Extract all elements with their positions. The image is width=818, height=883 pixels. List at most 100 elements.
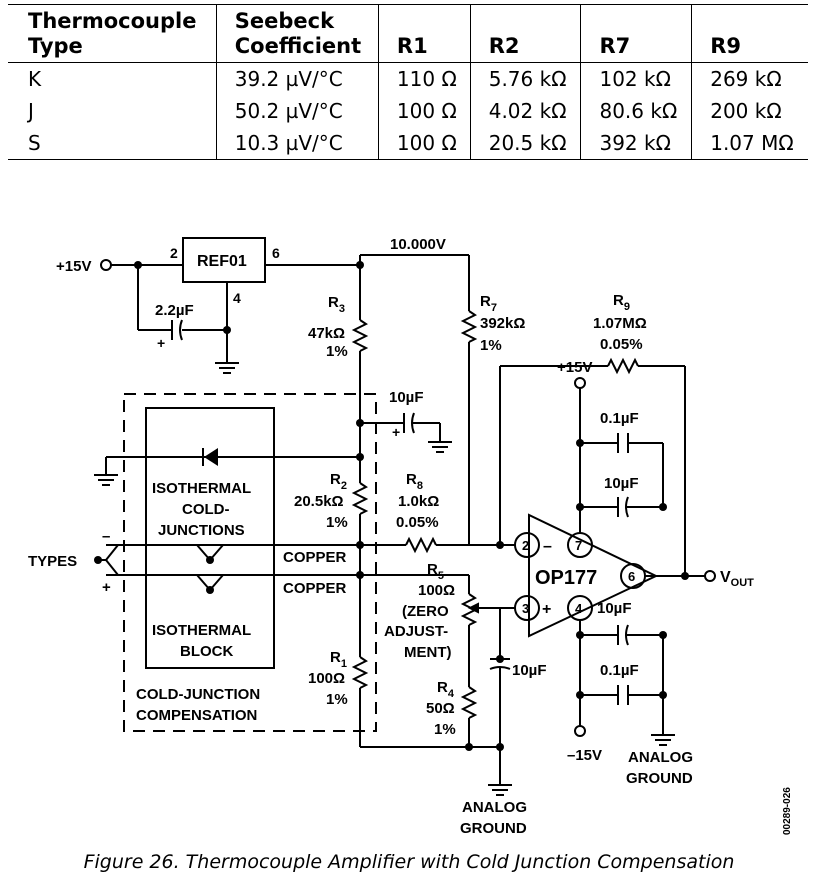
pin-label: 7 [575, 538, 582, 553]
r9-value: 1.07MΩ [593, 315, 647, 332]
pin-label: 3 [522, 601, 529, 616]
c-ref-label: 2.2µF [155, 302, 194, 319]
opamp-label: OP177 [535, 567, 597, 589]
r4-name: R4 [437, 679, 455, 700]
types-label: TYPES [28, 553, 77, 570]
inverting-sign: – [543, 538, 552, 555]
cell-type: K [28, 67, 42, 91]
cell-r7: 102 kΩ [580, 62, 692, 95]
table-row: J 50.2 µV/°C 100 Ω 4.02 kΩ 80.6 kΩ 200 k… [8, 95, 808, 127]
cell-r7: 80.6 kΩ [580, 95, 692, 127]
r9-tol: 0.05% [600, 336, 643, 353]
r2-tol: 1% [326, 514, 348, 531]
cell-seebeck: 39.2 µV/°C [215, 62, 379, 95]
r1-tol: 1% [326, 691, 348, 708]
bypass-label: 0.1µF [600, 410, 639, 427]
bypass-label: 10µF [604, 475, 639, 492]
r8-tol: 0.05% [396, 514, 439, 531]
cell-r1: 110 Ω [377, 62, 471, 95]
pin-label: 2 [522, 538, 529, 553]
vplus-label: +15V [557, 359, 592, 376]
c-filter-label: 10µF [389, 389, 424, 406]
header-r1: R1 [377, 4, 471, 63]
label-supply-pos: +15V [56, 258, 91, 275]
minus-sign: – [102, 528, 110, 545]
cell-r2: 4.02 kΩ [469, 95, 581, 127]
r3-tol: 1% [326, 343, 348, 360]
figure-code: 00289-026 [782, 787, 793, 835]
plus-sign: + [102, 579, 111, 596]
cell-type: S [28, 131, 41, 155]
cell-r7: 392 kΩ [580, 127, 692, 160]
cell-r1: 100 Ω [377, 95, 471, 127]
cell-seebeck: 50.2 µV/°C [215, 95, 379, 127]
r3-name: R3 [328, 294, 345, 315]
pin-label: 2 [170, 245, 178, 261]
plus-sign: + [392, 424, 400, 440]
r2-name: R2 [330, 471, 347, 492]
header-r7: R7 [580, 4, 692, 63]
cell-r1: 100 Ω [377, 127, 471, 160]
r7-value: 392kΩ [480, 315, 525, 332]
analog-ground-label: GROUND [460, 820, 527, 837]
ref01-chip [182, 237, 266, 283]
r2-value: 20.5kΩ [294, 493, 344, 510]
table-row: K 39.2 µV/°C 110 Ω 5.76 kΩ 102 kΩ 269 kΩ [8, 62, 808, 95]
header-r9: R9 [691, 4, 808, 63]
header-r2: R2 [469, 4, 581, 63]
r1-value: 100Ω [308, 670, 345, 687]
ref01-label: REF01 [197, 253, 247, 270]
cell-type: J [28, 99, 34, 123]
r7-name: R7 [480, 293, 497, 314]
r8-name: R8 [406, 471, 423, 492]
r3-value: 47kΩ [308, 325, 345, 342]
diode-icon [204, 448, 218, 466]
r8-value: 1.0kΩ [398, 493, 439, 510]
analog-ground-label: GROUND [626, 770, 693, 787]
r7-tol: 1% [480, 337, 502, 354]
pin-label: 4 [575, 601, 583, 616]
cell-r9: 1.07 MΩ [691, 127, 808, 160]
r5-value: 100Ω [418, 582, 455, 599]
isothermal-block [145, 407, 275, 669]
copper-label: COPPER [283, 549, 347, 566]
cell-r9: 269 kΩ [691, 62, 808, 95]
plus-sign: + [157, 335, 165, 351]
cold-junction-box [123, 393, 377, 732]
pin-label: 6 [628, 569, 635, 584]
cjc-label: COLD-JUNCTION [136, 686, 260, 703]
analog-ground-label: ANALOG [628, 749, 693, 766]
analog-ground-label: ANALOG [462, 799, 527, 816]
r1-name: R1 [330, 649, 347, 670]
circuit-schematic: +15V REF01 2 6 4 10.000V 2.2µF + R3 47kΩ… [28, 236, 793, 837]
r4-value: 50Ω [426, 700, 455, 717]
figure-caption: Figure 26. Thermocouple Amplifier with C… [83, 851, 735, 873]
pin-label: 4 [233, 290, 241, 306]
copper-label: COPPER [283, 580, 347, 597]
bypass-label: 0.1µF [600, 662, 639, 679]
vminus-label: –15V [567, 747, 602, 764]
isothermal-block-label: ISOTHERMAL [152, 622, 251, 639]
table-row: S 10.3 µV/°C 100 Ω 20.5 kΩ 392 kΩ 1.07 M… [8, 127, 808, 160]
pin-label: 6 [272, 245, 280, 261]
cell-r2: 5.76 kΩ [469, 62, 581, 95]
r5-name: R5 [427, 561, 444, 582]
r5-note: MENT) [404, 644, 452, 661]
c-r4-label: 10µF [512, 662, 547, 679]
isothermal-junctions-label: JUNCTIONS [158, 522, 245, 539]
isothermal-junctions-label: COLD- [182, 501, 230, 518]
cell-seebeck: 10.3 µV/°C [215, 127, 379, 160]
r9-name: R9 [613, 292, 630, 313]
cjc-label: COMPENSATION [136, 707, 257, 724]
isothermal-block-label: BLOCK [180, 643, 233, 660]
bypass-label: 10µF [597, 600, 632, 617]
r5-note: ADJUST- [384, 623, 448, 640]
vout-label: VOUT [720, 569, 754, 589]
r5-note: (ZERO [402, 603, 449, 620]
r4-tol: 1% [434, 721, 456, 738]
cell-r2: 20.5 kΩ [469, 127, 581, 160]
